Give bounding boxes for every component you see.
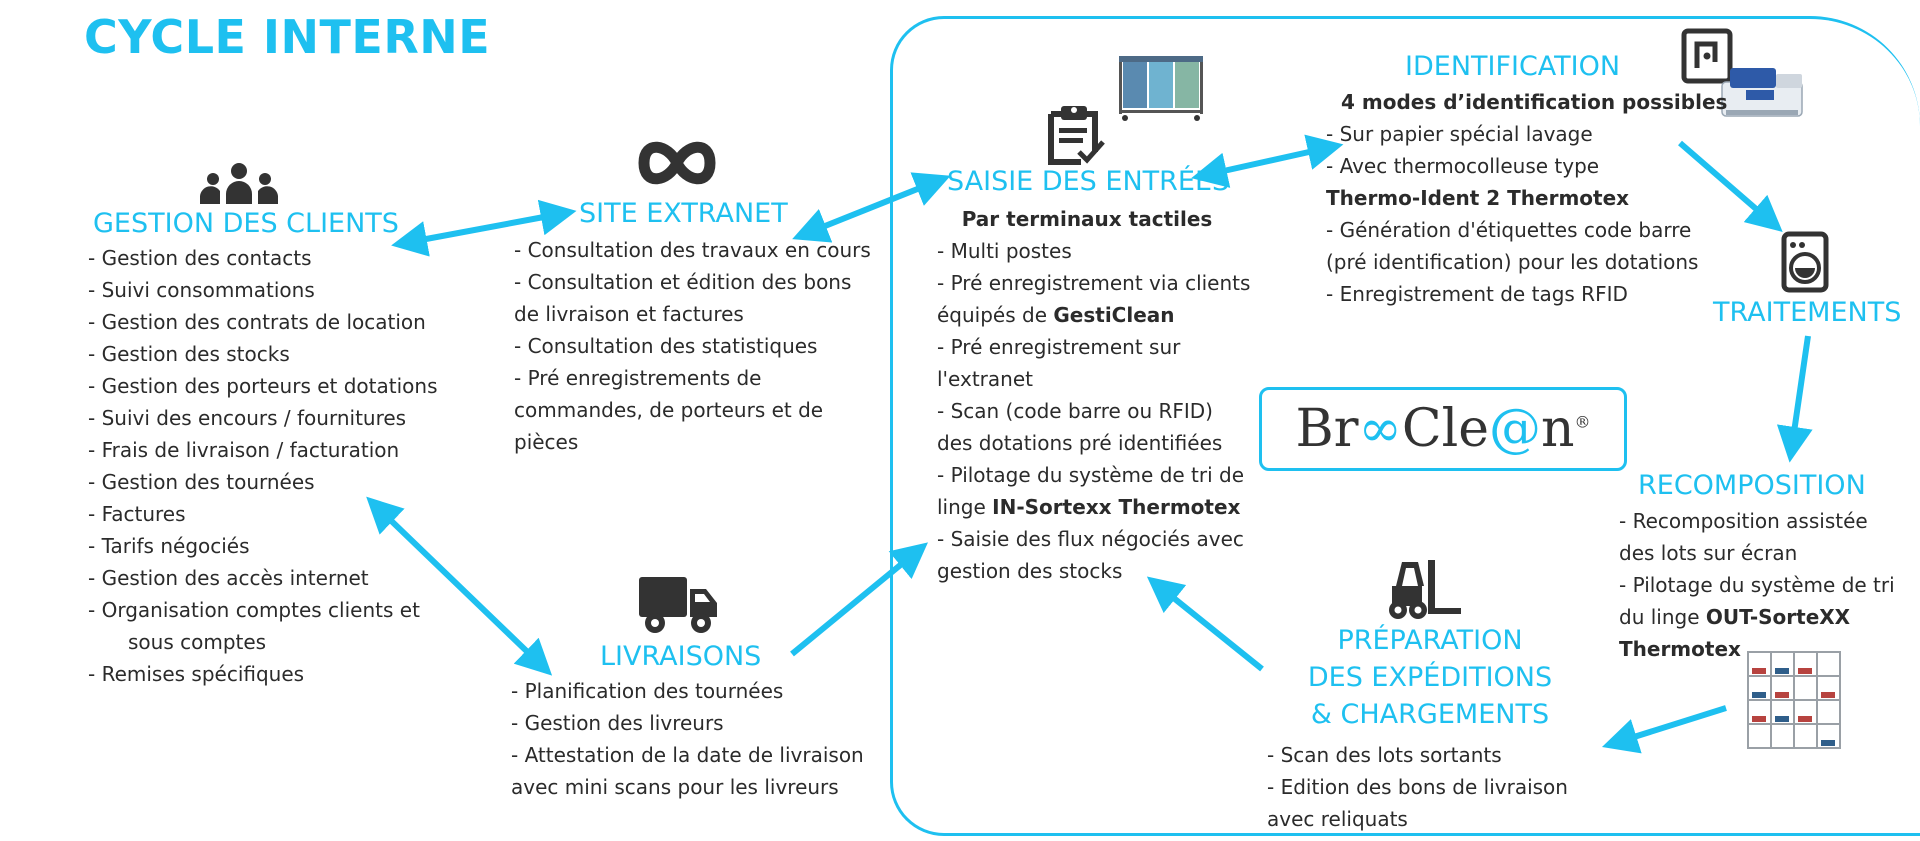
list-item: l'extranet [937, 367, 1033, 391]
list-item: avec reliquats [1267, 807, 1408, 831]
list-item: - Avec thermocolleuse type [1326, 154, 1600, 178]
list-item: - Consultation et édition des bons [514, 270, 852, 294]
list-item: - Suivi consommations [88, 278, 315, 302]
arrow-clients-livraisons [366, 496, 553, 676]
list-item: - Pilotage du système de tri de [937, 463, 1245, 487]
site-extranet-title: SITE EXTRANET [579, 198, 788, 229]
list-item: - Frais de livraison / facturation [88, 438, 400, 462]
list-item: - Gestion des stocks [88, 342, 290, 366]
washing-machine-icon [1781, 231, 1829, 293]
list-item: - Consultation des statistiques [514, 334, 818, 358]
page-title: CYCLE INTERNE [84, 10, 491, 64]
list-item: - Saisie des flux négociés avec [937, 527, 1244, 551]
list-item: - Pilotage du système de tri [1619, 573, 1895, 597]
list-item: - Consultation des travaux en cours [514, 238, 871, 262]
arrow-livraisons-saisie [790, 542, 928, 657]
list-item: - Gestion des contrats de location [88, 310, 426, 334]
clipboard-check-icon [1048, 106, 1105, 165]
identification-subtitle: 4 modes d’identification possibles [1341, 90, 1728, 114]
site-extranet-list: - Consultation des travaux en cours - Co… [514, 234, 871, 458]
list-item: équipés de GestiClean [937, 303, 1175, 327]
list-item: - Enregistrement de tags RFID [1326, 282, 1628, 306]
list-item: - Tarifs négociés [88, 534, 250, 558]
list-item: pièces [514, 430, 579, 454]
internal-cycle-frame [890, 16, 1920, 836]
preparation-title: PRÉPARATION DES EXPÉDITIONS & CHARGEMENT… [1307, 625, 1553, 730]
list-item: - Recomposition assistée [1619, 509, 1868, 533]
saisie-subtitle: Par terminaux tactiles [961, 207, 1213, 231]
list-item: - Génération d'étiquettes code barre [1326, 218, 1692, 242]
logo-text: Br∞Cle@n® [1295, 399, 1591, 459]
forklift-icon [1389, 560, 1461, 619]
list-item: - Gestion des tournées [88, 470, 315, 494]
gestion-clients-title: GESTION DES CLIENTS [93, 208, 399, 239]
list-item: - Factures [88, 502, 186, 526]
laundry-cart-icon [1119, 56, 1203, 121]
sorting-rack-icon [1747, 651, 1841, 749]
list-item: - Gestion des porteurs et dotations [88, 374, 438, 398]
list-item: - Scan (code barre ou RFID) [937, 399, 1213, 423]
arrow-saisie-identification [1191, 134, 1344, 188]
list-item: linge IN-Sortexx Thermotex [937, 495, 1241, 519]
list-item: - Multi postes [937, 239, 1072, 263]
arrow-traitements-recomposition [1776, 335, 1813, 463]
nfc-tag-icon [1681, 28, 1733, 84]
list-item: sous comptes [128, 630, 267, 654]
list-item: de livraison et factures [514, 302, 744, 326]
list-item: des lots sur écran [1619, 541, 1798, 565]
list-item: du linge OUT-SorteXX [1619, 605, 1851, 629]
traitements-title: TRAITEMENTS [1713, 297, 1902, 328]
list-item: - Gestion des contacts [88, 246, 312, 270]
arrow-preparation-saisie [1146, 576, 1264, 672]
list-item: - Remises spécifiques [88, 662, 305, 686]
preparation-list: - Scan des lots sortants - Edition des b… [1267, 739, 1568, 835]
list-item: (pré identification) pour les dotations [1326, 250, 1699, 274]
arrow-extranet-saisie [792, 172, 951, 243]
livraisons-list: - Planification des tournées - Gestion d… [511, 675, 864, 803]
arrow-identification-traitements [1678, 140, 1783, 233]
arrow-recomposition-preparation [1601, 705, 1727, 754]
identification-list: 4 modes d’identification possibles - Sur… [1326, 86, 1727, 310]
list-item: - Planification des tournées [511, 679, 784, 703]
recomposition-list: - Recomposition assistée des lots sur éc… [1619, 505, 1895, 665]
list-item: avec mini scans pour les livreurs [511, 775, 839, 799]
recomposition-title: RECOMPOSITION [1638, 470, 1866, 501]
truck-icon [639, 577, 717, 633]
list-item: Thermotex [1619, 637, 1741, 661]
list-item: - Gestion des accès internet [88, 566, 369, 590]
arrow-clients-extranet [391, 199, 577, 257]
identification-title: IDENTIFICATION [1405, 51, 1621, 82]
list-item: Thermo-Ident 2 Thermotex [1326, 186, 1630, 210]
list-item: - Edition des bons de livraison [1267, 775, 1568, 799]
list-item: - Scan des lots sortants [1267, 743, 1502, 767]
list-item: - Sur papier spécial lavage [1326, 122, 1593, 146]
list-item: gestion des stocks [937, 559, 1123, 583]
list-item: - Suivi des encours / fournitures [88, 406, 407, 430]
list-item: - Pré enregistrements de [514, 366, 762, 390]
people-group-icon [200, 163, 278, 204]
saisie-list: Par terminaux tactiles - Multi postes - … [937, 203, 1250, 587]
list-item: commandes, de porteurs et de [514, 398, 824, 422]
list-item: - Gestion des livreurs [511, 711, 724, 735]
list-item: - Pré enregistrement via clients [937, 271, 1251, 295]
thermo-press-machine-icon [1721, 68, 1803, 117]
saisie-title: SAISIE DES ENTRÉES [947, 166, 1230, 197]
livraisons-title: LIVRAISONS [600, 641, 762, 672]
list-item: - Pré enregistrement sur [937, 335, 1181, 359]
infinity-glyph-icon: ∞ [1358, 399, 1402, 459]
gestion-clients-list: - Gestion des contacts - Suivi consommat… [88, 242, 437, 690]
list-item: des dotations pré identifiées [937, 431, 1223, 455]
infinity-icon [638, 141, 716, 185]
broclean-logo: Br∞Cle@n® [1259, 387, 1627, 471]
list-item: - Attestation de la date de livraison [511, 743, 864, 767]
list-item: - Organisation comptes clients et [88, 598, 420, 622]
